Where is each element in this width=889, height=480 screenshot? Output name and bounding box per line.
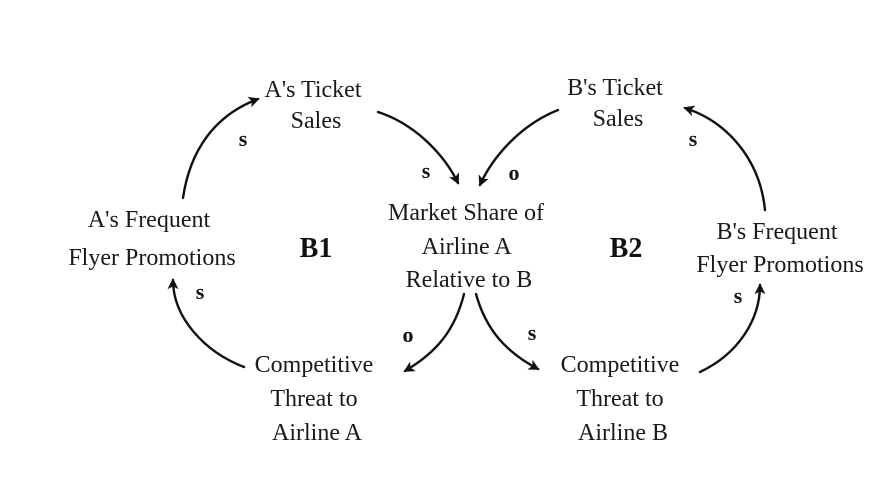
- arrow-threat-a-to-a-flyer: [167, 278, 246, 369]
- node-market-share: Market Share of Airline A Relative to B: [388, 200, 550, 293]
- node-a-ticket-sales: A's Ticket Sales: [264, 77, 367, 134]
- loop-label-b2: B2: [610, 233, 643, 264]
- arrow-market-share-to-threat-a: [403, 292, 466, 373]
- arrow-a-sales-to-market-share: [376, 110, 460, 185]
- arrow-a-flyer-to-a-sales: [181, 97, 260, 200]
- loop-label-b1: B1: [300, 233, 333, 264]
- polarity-b-flyer-to-b-sales: s: [689, 126, 698, 151]
- node-b-ticket-sales: B's Ticket Sales: [567, 75, 669, 132]
- arrow-threat-b-to-b-flyer: [698, 283, 766, 374]
- polarity-market-share-to-threat-a: o: [403, 322, 414, 347]
- polarity-a-sales-to-market-share: s: [422, 158, 431, 183]
- polarity-threat-b-to-b-flyer: s: [734, 283, 743, 308]
- polarity-a-flyer-to-a-sales: s: [239, 126, 248, 151]
- arrow-market-share-to-threat-b: [474, 292, 540, 371]
- polarity-b-sales-to-market-share: o: [509, 160, 520, 185]
- arrow-b-flyer-to-b-sales: [683, 105, 767, 212]
- node-a-frequent-flyer-promotions: A's Frequent Flyer Promotions: [68, 207, 235, 271]
- polarity-market-share-to-threat-b: s: [528, 320, 537, 345]
- arrow-b-sales-to-market-share: [478, 108, 560, 187]
- node-threat-airline-b: Competitive Threat to Airline B: [561, 352, 686, 446]
- polarity-threat-a-to-a-flyer: s: [196, 279, 205, 304]
- node-threat-airline-a: Competitive Threat to Airline A: [255, 352, 380, 446]
- node-b-frequent-flyer-promotions: B's Frequent Flyer Promotions: [696, 219, 863, 278]
